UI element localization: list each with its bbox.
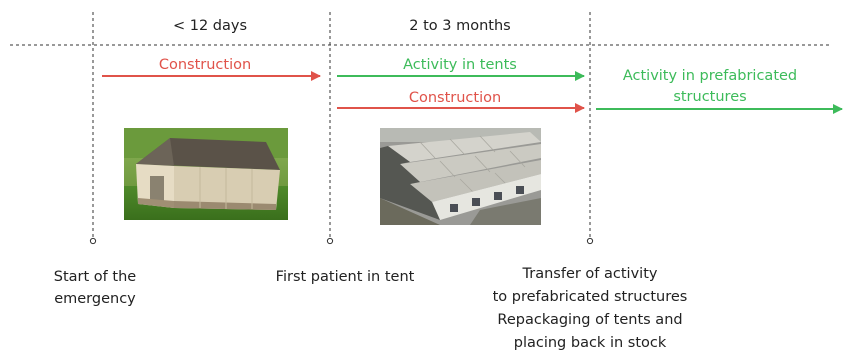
period-label-second: 2 to 3 months (409, 18, 511, 34)
milestone-dot-first-patient (326, 237, 334, 245)
construction-label-2: Construction (408, 90, 502, 106)
milestone-dot-start (89, 237, 97, 245)
milestone-start-line1: Start of the (53, 269, 137, 285)
construction-label-1: Construction (158, 57, 252, 73)
milestone-transfer-line4: placing back in stock (513, 335, 667, 351)
activity-tents-label: Activity in tents (403, 57, 517, 73)
milestone-transfer-line3: Repackaging of tents and (497, 312, 683, 328)
milestone-first-patient: First patient in tent (275, 269, 415, 285)
milestone-dot-transfer (586, 237, 594, 245)
prefabricated-structures-photo (380, 128, 541, 225)
milestone-transfer-line1: Transfer of activity (522, 266, 658, 282)
milestone-start-line2: emergency (54, 291, 136, 307)
activity-prefab-label-line1: Activity in prefabricated (622, 68, 798, 84)
period-label-first: < 12 days (172, 18, 248, 34)
milestone-transfer-line2: to prefabricated structures (492, 289, 688, 305)
tent-photo (124, 128, 288, 220)
activity-prefab-label-line2: structures (673, 89, 747, 105)
